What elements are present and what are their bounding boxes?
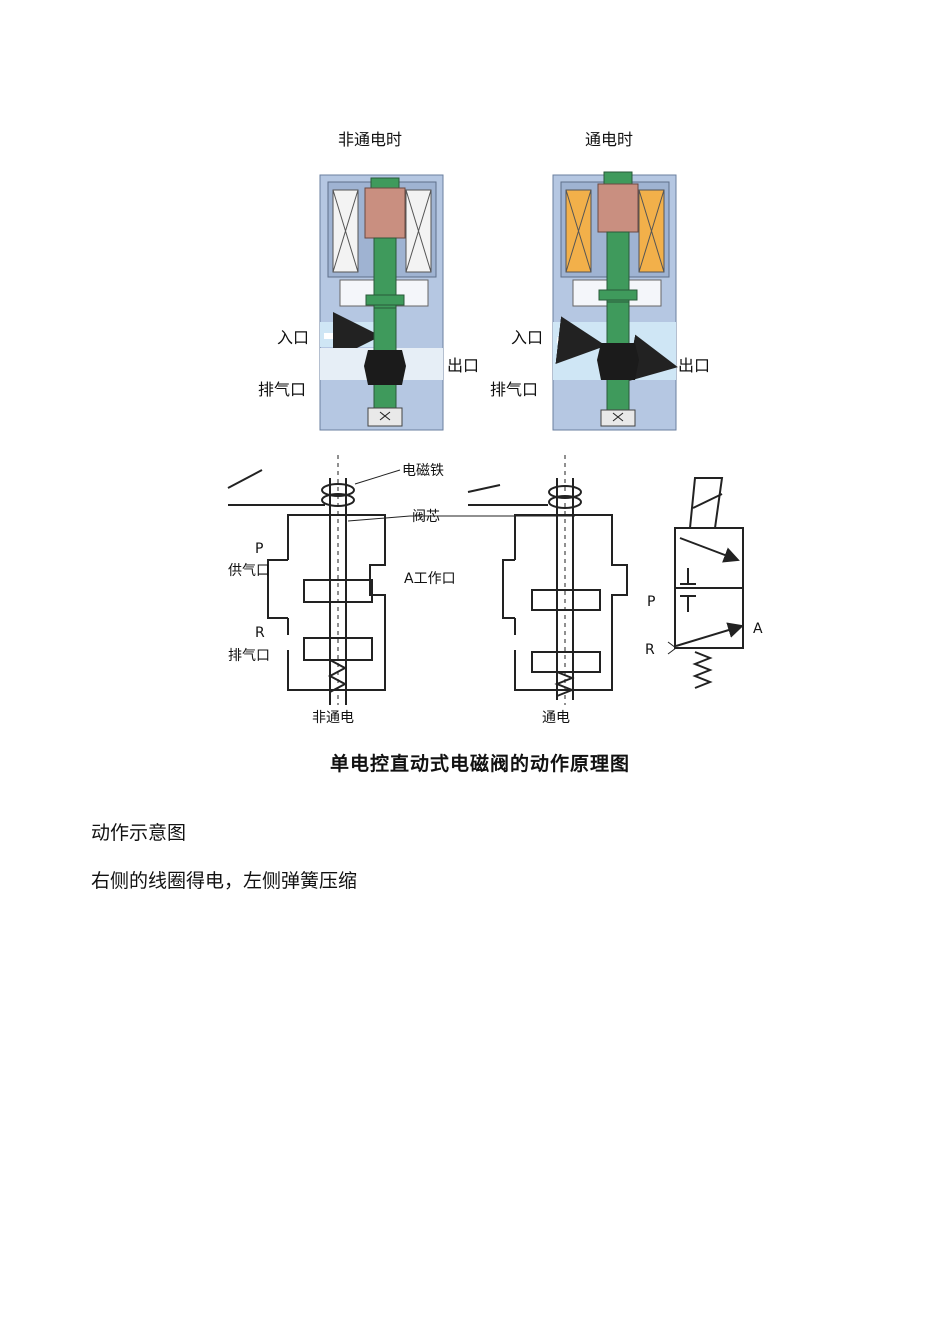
label-on-state: 通电时 [585,130,633,149]
port-exhaust-off: 排气口 [258,380,306,399]
port-inlet-on: 入口 [511,328,543,347]
port-outlet-off: 出口 [447,356,479,375]
label-a-work-port: A工作口 [404,571,456,587]
paragraph-action-diagram: 动作示意图 [91,822,187,844]
port-outlet-on: 出口 [678,356,710,375]
valve-symbol [667,477,744,689]
valve-illustration-off: 非通电时 入口 出口 排气口 [258,130,479,431]
symbol-a: A [753,621,763,637]
port-inlet-off: 入口 [277,328,309,347]
symbol-r: R [645,642,655,658]
label-electromagnet: 电磁铁 [402,463,444,479]
port-exhaust-on: 排气口 [490,380,538,399]
label-valve-core: 阀芯 [412,509,440,525]
symbol-p: P [647,594,655,610]
label-r: R [255,625,265,641]
figure-caption: 单电控直动式电磁阀的动作原理图 [330,752,630,775]
schematic-on [410,455,628,705]
label-exhaust-port: 排气口 [228,648,270,664]
paragraph-coil-description: 右侧的线圈得电，左侧弹簧压缩 [91,870,358,892]
valve-illustration-on: 通电时 入口 出口 排气口 [490,130,710,431]
label-on: 通电 [542,710,570,726]
schematic-off [227,455,411,705]
label-off-state: 非通电时 [338,130,402,149]
label-supply-port: 供气口 [228,563,270,579]
label-off: 非通电 [312,710,354,726]
label-p: P [255,541,263,557]
solenoid-valve-figure: 非通电时 入口 出口 排气口 通电时 [227,130,763,775]
